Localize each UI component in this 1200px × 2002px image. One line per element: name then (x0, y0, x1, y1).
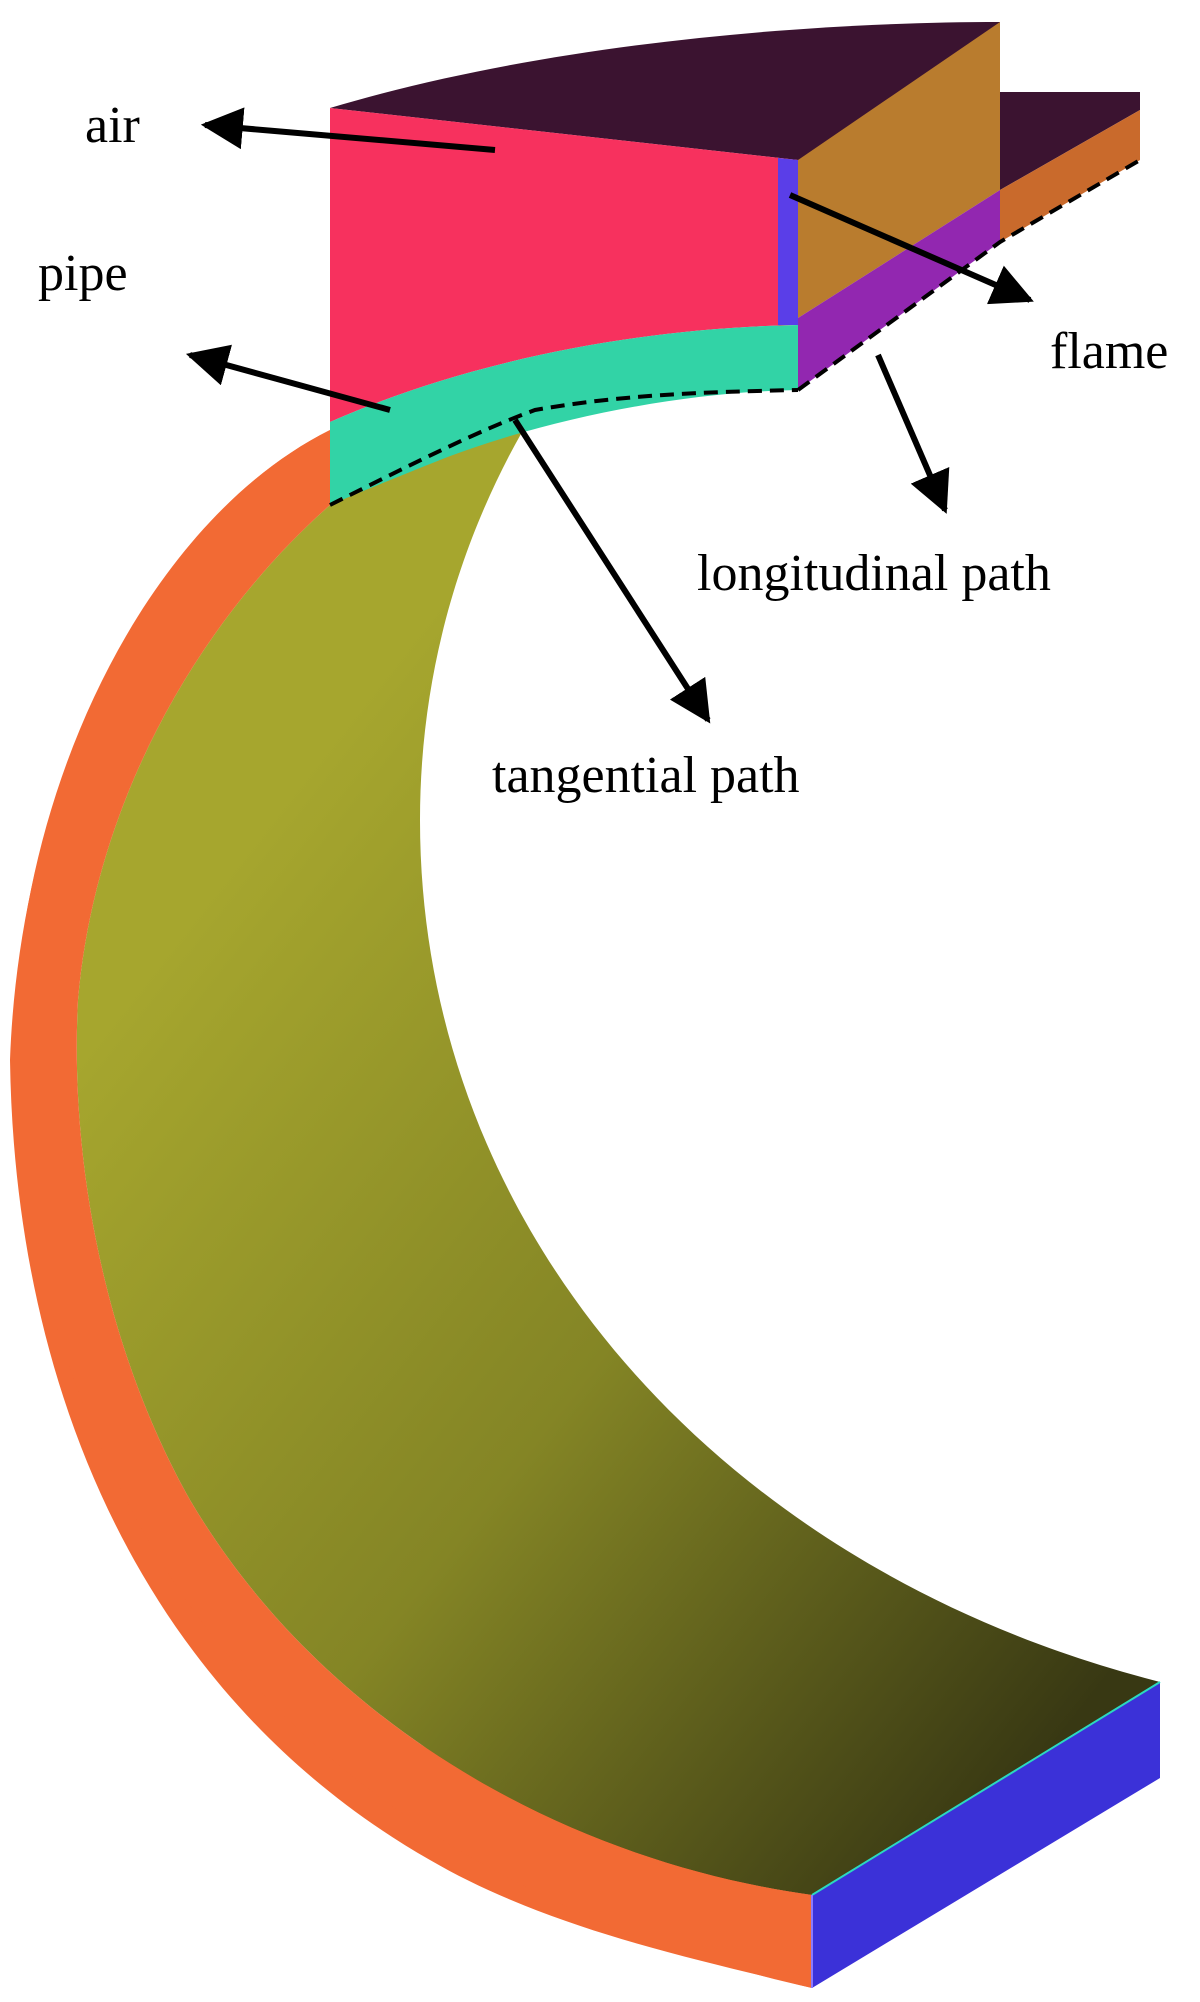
air-front-face (330, 108, 798, 422)
air-side-face (798, 22, 1000, 318)
extension-side (1000, 110, 1140, 242)
pipe-end-cap (812, 1682, 1160, 1988)
air-arrow (200, 107, 496, 153)
longitudinal-path-arrow (875, 353, 950, 514)
flame-arrow (788, 192, 1034, 305)
end-cap-edge (811, 1681, 1161, 1896)
air-flame-box (329, 22, 1142, 507)
longitudinal-path-line (796, 158, 1142, 392)
pipe-cap (330, 325, 798, 505)
curved-pipe (10, 410, 1161, 1988)
extension-top (1000, 92, 1140, 190)
pipe-arrow (185, 344, 391, 413)
label-longitudinal-path: longitudinal path (697, 545, 1051, 602)
air-top-face (330, 22, 1000, 160)
pipe-wall-band (13, 430, 813, 1988)
annotation-arrows (185, 107, 1034, 724)
labels: air pipe flame longitudinal path tangent… (38, 97, 1168, 804)
tangential-path-arrow (512, 418, 711, 724)
label-tangential-path: tangential path (492, 747, 800, 804)
tangential-path-line (329, 388, 799, 507)
label-air: air (85, 97, 140, 154)
flame-strip (778, 158, 798, 325)
label-pipe: pipe (38, 245, 128, 302)
pipe-side-face (798, 190, 1000, 390)
label-flame: flame (1050, 323, 1168, 380)
pipe-inner-surface (76, 410, 1161, 1895)
